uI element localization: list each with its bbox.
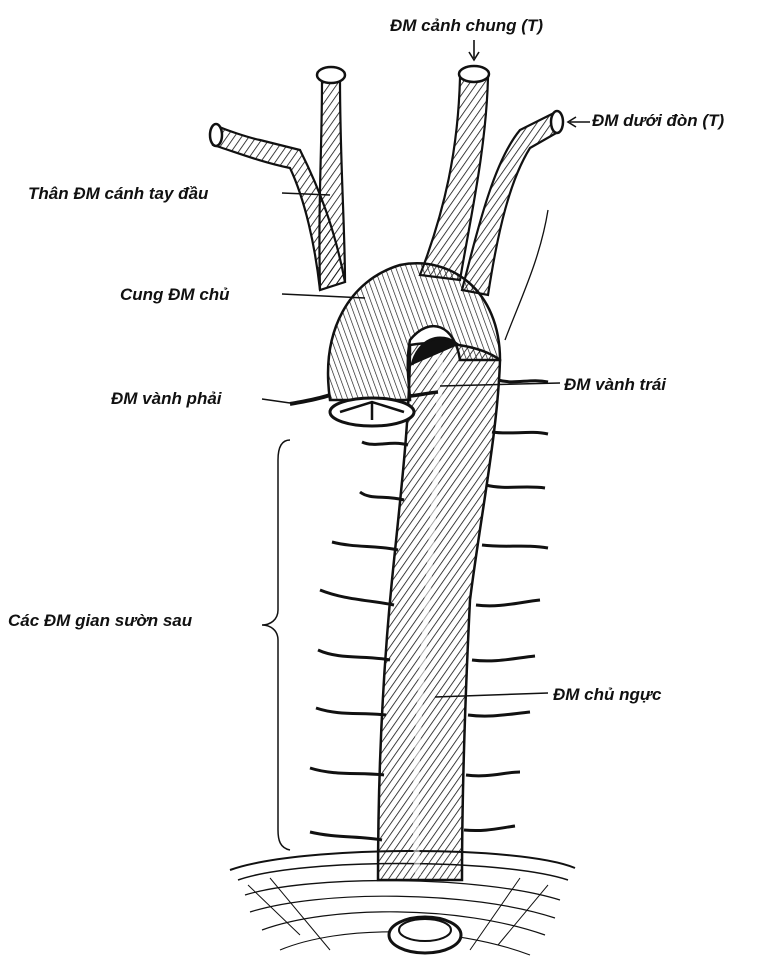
label-left-coronary: ĐM vành trái xyxy=(564,375,666,395)
intercostal-bracket xyxy=(262,440,290,850)
label-posterior-intercostal: Các ĐM gian sườn sau xyxy=(8,611,192,631)
label-aortic-arch: Cung ĐM chủ xyxy=(120,285,230,305)
label-brachiocephalic-trunk: Thân ĐM cánh tay đầu xyxy=(28,184,208,204)
label-thoracic-aorta: ĐM chủ ngực xyxy=(553,685,661,705)
label-left-subclavian: ĐM dưới đòn (T) xyxy=(592,111,724,131)
nerve-line xyxy=(505,210,548,340)
brachiocephalic-trunk-vessel xyxy=(210,67,345,290)
right-coronary-vessel xyxy=(290,395,330,404)
label-right-coronary: ĐM vành phải xyxy=(111,389,222,409)
aortic-valve xyxy=(330,398,414,426)
label-left-common-carotid: ĐM cảnh chung (T) xyxy=(390,16,543,36)
aorta-opening xyxy=(389,917,461,953)
